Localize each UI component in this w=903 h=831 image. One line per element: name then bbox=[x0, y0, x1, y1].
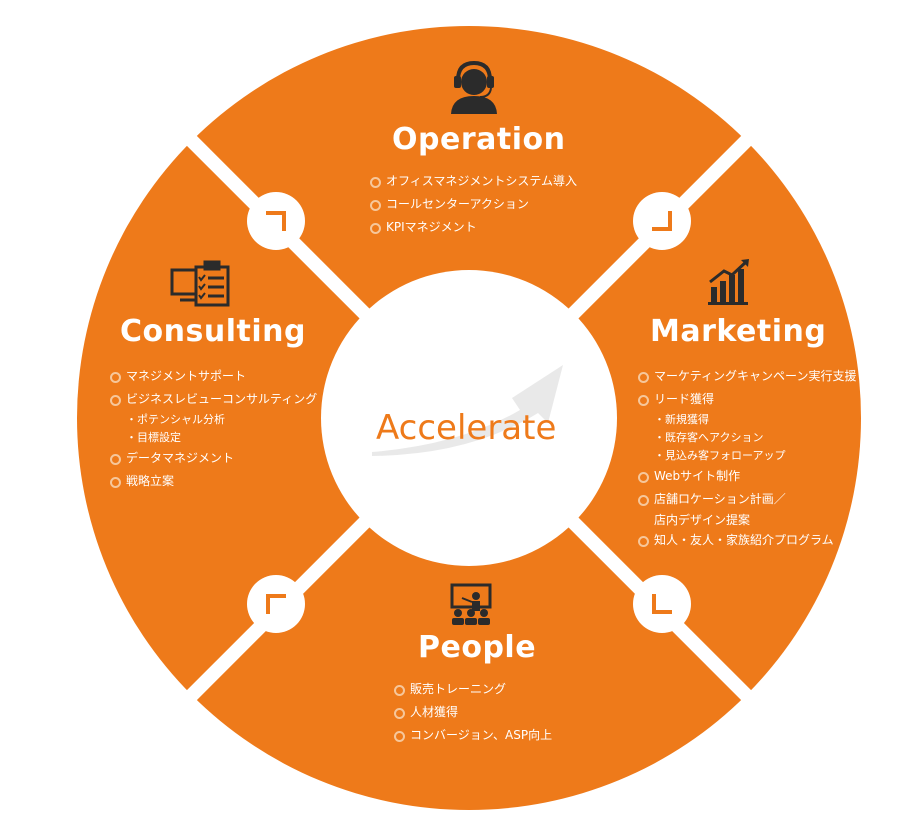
consulting-list: マネジメントサポート ビジネスレビューコンサルティング ・ポテンシャル分析 ・目… bbox=[110, 365, 317, 493]
operation-title: Operation bbox=[392, 122, 566, 157]
list-item: ビジネスレビューコンサルティング bbox=[110, 388, 317, 411]
list-item: オフィスマネジメントシステム導入 bbox=[370, 170, 577, 193]
swoosh-arrow-icon bbox=[372, 365, 563, 456]
people-list: 販売トレーニング 人材獲得 コンバージョン、ASP向上 bbox=[394, 678, 552, 747]
marketing-title: Marketing bbox=[650, 314, 827, 349]
list-subitem: ・既存客へアクション bbox=[654, 431, 764, 444]
operation-list: オフィスマネジメントシステム導入 コールセンターアクション KPIマネジメント bbox=[370, 170, 577, 239]
list-item: データマネジメント bbox=[110, 447, 317, 470]
corner-nodes bbox=[247, 192, 691, 633]
list-item: コンバージョン、ASP向上 bbox=[394, 724, 552, 747]
list-item: マネジメントサポート bbox=[110, 365, 317, 388]
list-item: 店舗ロケーション計画／ bbox=[638, 488, 856, 511]
list-subitem: ・見込み客フォローアップ bbox=[654, 449, 786, 462]
list-subitem: ・ポテンシャル分析 bbox=[126, 413, 225, 426]
list-subitem: ・目標設定 bbox=[126, 431, 181, 444]
checklist-monitor-icon bbox=[170, 260, 230, 307]
marketing-list: マーケティングキャンペーン実行支援 リード獲得 ・新規獲得 ・既存客へアクション… bbox=[638, 365, 856, 552]
list-item-continuation: 店内デザイン提案 bbox=[654, 513, 751, 527]
list-item: 人材獲得 bbox=[394, 701, 552, 724]
list-item: 戦略立案 bbox=[110, 470, 317, 493]
people-title: People bbox=[418, 630, 537, 665]
list-item: 販売トレーニング bbox=[394, 678, 552, 701]
list-subitem: ・新規獲得 bbox=[654, 413, 709, 426]
list-item: マーケティングキャンペーン実行支援 bbox=[638, 365, 856, 388]
consulting-title: Consulting bbox=[120, 314, 306, 349]
bar-chart-growth-icon bbox=[708, 259, 749, 305]
list-item: 知人・友人・家族紹介プログラム bbox=[638, 529, 856, 552]
list-item: リード獲得 bbox=[638, 388, 856, 411]
training-presentation-icon bbox=[450, 583, 492, 625]
list-item: KPIマネジメント bbox=[370, 216, 577, 239]
center-circle bbox=[321, 270, 617, 566]
center-label: Accelerate bbox=[376, 408, 557, 448]
list-item: コールセンターアクション bbox=[370, 193, 577, 216]
list-item: Webサイト制作 bbox=[638, 465, 856, 488]
headset-operator-icon bbox=[451, 60, 497, 114]
